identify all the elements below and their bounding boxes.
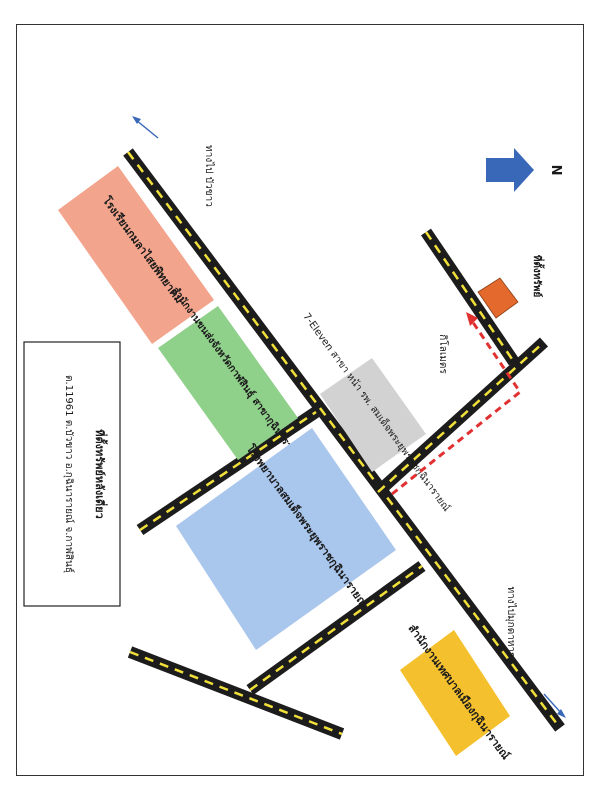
road-left-upper — [136, 407, 320, 535]
compass-label: N — [548, 165, 563, 176]
north-arrow-icon: N — [486, 148, 563, 192]
direction-arrow-bottom — [543, 693, 566, 718]
road-right-upper — [373, 337, 549, 497]
roads — [123, 148, 565, 740]
road-label-km: กิโลเมตร — [437, 334, 450, 374]
property-label: ที่ตั้งทรัพย์ — [531, 255, 545, 298]
property-marker: ที่ตั้งทรัพย์ — [477, 255, 545, 319]
direction-arrow-top — [132, 116, 159, 139]
road-property-branch — [421, 228, 519, 366]
road-lower-connector — [246, 561, 426, 695]
road-label-mukdahan: ทางไปมุกดาหาร — [505, 587, 517, 658]
legend-box: ที่ตั้งทรัพย์หลังเดี่ยว ต.11961 ต.บัวขาว… — [23, 341, 121, 607]
legend-address: ต.11961 ต.บัวขาว อ.กุฉินารายณ์ จ.กาฬสินธ… — [63, 375, 75, 573]
map-frame — [16, 24, 584, 776]
road-label-buakhao: ทางไป บัวขาว — [203, 145, 215, 207]
school-area: โรงเรียนกมลาไสยพิทยาคม — [58, 166, 214, 344]
main-road — [123, 148, 565, 732]
road-bottom — [127, 646, 345, 740]
route-to-property — [391, 312, 523, 496]
legend-title: ที่ตั้งทรัพย์หลังเดี่ยว — [93, 429, 108, 519]
